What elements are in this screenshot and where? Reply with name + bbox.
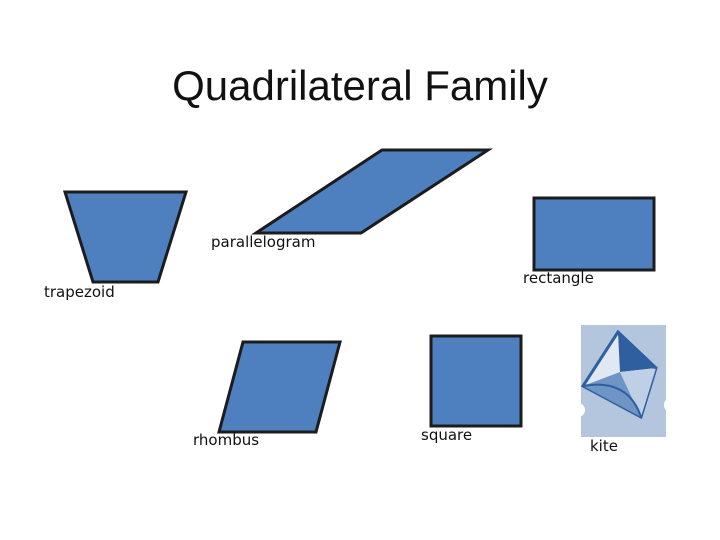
rhombus-label: rhombus: [193, 431, 260, 449]
parallelogram-label: parallelogram: [211, 233, 316, 251]
rectangle-label: rectangle: [523, 269, 594, 287]
trapezoid-shape: [62, 190, 189, 284]
kite-label: kite: [590, 437, 618, 455]
rectangle-shape: [532, 196, 656, 272]
square-shape: [429, 334, 523, 428]
square-label: square: [421, 426, 473, 444]
parallelogram-shape: [250, 148, 494, 235]
kite-image: [571, 325, 680, 437]
rhombus-shape: [217, 340, 342, 434]
trapezoid-label: trapezoid: [44, 283, 115, 301]
page-title: Quadrilateral Family: [172, 62, 548, 109]
